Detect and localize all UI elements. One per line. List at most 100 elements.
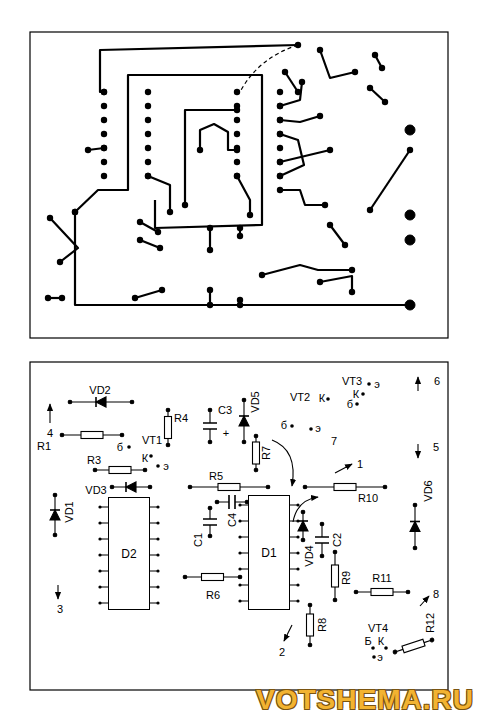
terminal-arrow <box>49 404 50 423</box>
capacitor-symbol <box>203 408 217 444</box>
solder-pad <box>101 89 107 95</box>
ic-package: D2 <box>108 497 150 610</box>
resistor-symbol <box>253 434 260 472</box>
part-label: б <box>116 442 124 453</box>
pin-dot <box>98 553 101 556</box>
solder-pad <box>237 302 243 308</box>
pin-dot <box>296 551 299 554</box>
part-label: C1 <box>193 532 204 548</box>
solder-pad <box>145 103 151 109</box>
solder-pad <box>277 187 283 193</box>
part-label: R10 <box>357 493 379 504</box>
ic-designator: D2 <box>121 547 136 561</box>
terminal-arrow <box>335 464 352 473</box>
diode-symbol <box>50 493 60 537</box>
part-label: э <box>373 379 381 390</box>
solder-pad <box>207 302 213 308</box>
solder-pad <box>237 233 243 239</box>
resistor-symbol <box>60 432 124 439</box>
solder-pad <box>277 131 283 137</box>
solder-pad <box>132 295 138 301</box>
copper-trace <box>280 134 304 176</box>
ic-package: D1 <box>248 495 290 610</box>
copper-trace <box>75 75 262 228</box>
capacitor-symbol <box>203 506 217 538</box>
solder-pad <box>234 89 240 95</box>
solder-pad <box>101 131 107 137</box>
board-outline <box>30 32 448 338</box>
copper-trace <box>280 190 325 205</box>
solder-pad <box>145 173 151 179</box>
copper-trace <box>140 240 160 248</box>
copper-trace <box>320 50 355 78</box>
solder-pad <box>101 103 107 109</box>
copper-trace <box>370 150 410 210</box>
part-label: 8 <box>432 589 440 600</box>
solder-pad <box>277 173 283 179</box>
copper-trace <box>262 265 352 275</box>
transistor-pin <box>127 445 131 449</box>
part-label: + <box>222 428 230 439</box>
watermark: VOTSHEMA.RU <box>255 686 475 714</box>
pin-dot <box>296 535 299 538</box>
part-label: К <box>377 636 385 647</box>
part-label: 5 <box>432 442 440 453</box>
solder-pad <box>367 207 373 213</box>
copper-trace <box>280 150 330 162</box>
pin-dot <box>156 569 159 572</box>
part-label: VD3 <box>84 485 107 496</box>
transistor-pin <box>367 382 371 386</box>
solder-pad <box>57 259 63 265</box>
part-label: 3 <box>56 604 64 615</box>
part-label: К <box>141 453 149 464</box>
solder-pad <box>234 159 240 165</box>
solder-pad <box>207 225 213 231</box>
solder-pad <box>407 147 413 153</box>
resistor-symbol <box>303 484 387 491</box>
pin-dot <box>156 585 159 588</box>
part-label: 6 <box>433 376 441 387</box>
part-label: К <box>318 393 326 404</box>
solder-pad <box>277 131 283 137</box>
terminal-arrow <box>272 440 293 486</box>
transistor-pin <box>326 397 330 401</box>
solder-pad <box>367 85 373 91</box>
solder-pad <box>145 145 151 151</box>
solder-pad <box>277 159 283 165</box>
part-label: э <box>162 461 170 472</box>
mounting-pad <box>405 300 415 310</box>
solder-pad <box>207 247 213 253</box>
pin-dot <box>98 537 101 540</box>
mounting-pad <box>405 125 415 135</box>
transistor-pin <box>384 646 388 650</box>
pin-dot <box>296 599 299 602</box>
part-label: VD1 <box>64 500 75 523</box>
pin-dot <box>98 569 101 572</box>
transistor-pin <box>309 427 313 431</box>
solder-pad <box>277 89 283 95</box>
part-label: 4 <box>46 428 54 439</box>
solder-pad <box>277 145 283 151</box>
resistor-symbol <box>332 550 339 602</box>
resistor-symbol <box>93 467 147 474</box>
part-label: R5 <box>208 471 224 482</box>
solder-pad <box>379 65 385 71</box>
part-label: R12 <box>425 612 436 634</box>
part-label: R6 <box>205 590 221 601</box>
capacitor-symbol <box>315 522 329 558</box>
solder-pad <box>349 289 355 295</box>
solder-pad <box>234 173 240 179</box>
pin-dot <box>296 519 299 522</box>
part-label: 1 <box>356 459 364 470</box>
copper-trace <box>185 110 237 205</box>
jumper-wire <box>240 45 298 92</box>
solder-pad <box>234 131 240 137</box>
mounting-pad <box>405 210 415 220</box>
terminal-arrow <box>293 497 318 522</box>
copper-trace <box>100 45 298 92</box>
part-label: VD2 <box>88 385 111 396</box>
solder-pad <box>59 295 65 301</box>
resistor-symbol <box>188 484 270 491</box>
pin-dot <box>238 551 241 554</box>
